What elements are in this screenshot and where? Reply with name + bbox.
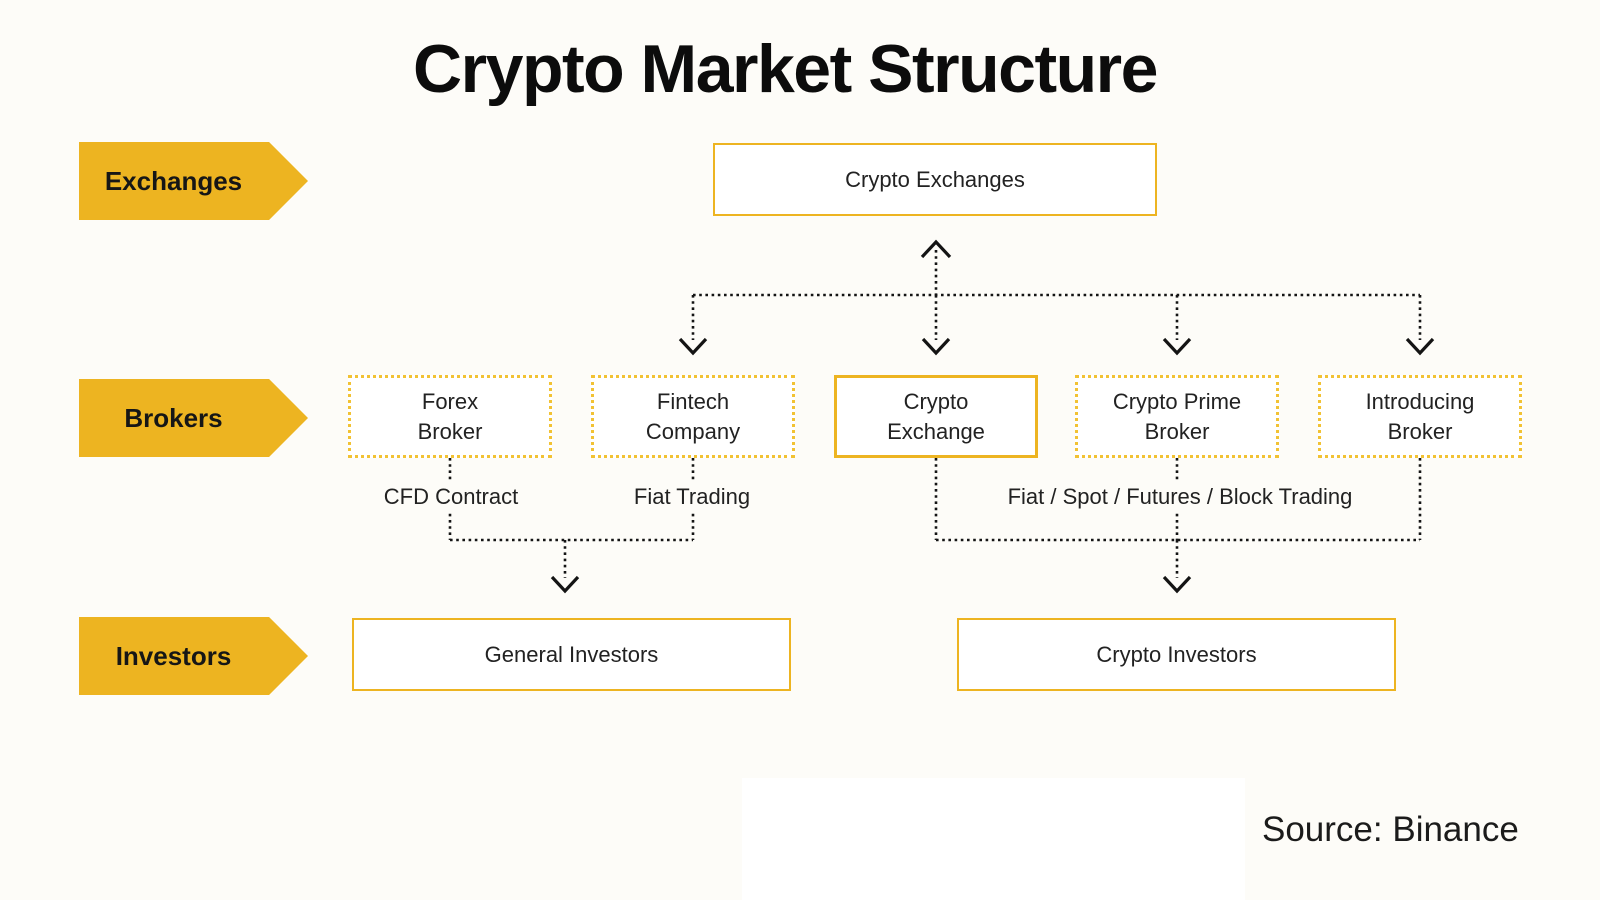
node-label-line1: Crypto Prime xyxy=(1112,388,1242,414)
row-banner-label: Brokers xyxy=(124,402,223,433)
edge-label-fiat-trading: Fiat Trading xyxy=(621,481,763,513)
background-rectangle xyxy=(742,778,1245,900)
node-label-line2: Broker xyxy=(1387,418,1453,444)
edge-label-cfd-contract: CFD Contract xyxy=(371,481,531,513)
node-label-line2: Broker xyxy=(1144,418,1210,444)
node-label-line1: Introducing xyxy=(1365,388,1475,414)
node-label: General Investors xyxy=(484,641,659,667)
node-crypto-prime-broker: Crypto Prime Broker xyxy=(1075,375,1279,458)
node-forex-broker: Forex Broker xyxy=(348,375,552,458)
node-crypto-exchanges: Crypto Exchanges xyxy=(713,143,1157,216)
node-crypto-exchange: Crypto Exchange xyxy=(834,375,1038,458)
node-label-line1: Crypto xyxy=(903,388,969,414)
row-banner-label: Exchanges xyxy=(104,165,243,196)
node-introducing-broker: Introducing Broker xyxy=(1318,375,1522,458)
node-general-investors: General Investors xyxy=(352,618,791,691)
node-label: Crypto Exchanges xyxy=(845,166,1025,192)
node-label-line1: Forex xyxy=(421,388,479,414)
node-label-line1: Fintech xyxy=(656,388,730,414)
node-crypto-investors: Crypto Investors xyxy=(957,618,1396,691)
row-banner-brokers: Brokers xyxy=(79,379,308,457)
node-label: Crypto Investors xyxy=(1096,641,1257,667)
source-attribution: Source: Binance xyxy=(1262,810,1519,849)
row-banner-label: Investors xyxy=(115,640,232,671)
row-banner-exchanges: Exchanges xyxy=(79,142,308,220)
node-fintech-company: Fintech Company xyxy=(591,375,795,458)
edge-label-fiat-spot-futures-block-trading: Fiat / Spot / Futures / Block Trading xyxy=(995,481,1365,513)
page-title: Crypto Market Structure xyxy=(413,31,1158,107)
row-banner-investors: Investors xyxy=(79,617,308,695)
node-label-line2: Broker xyxy=(417,418,483,444)
node-label-line2: Company xyxy=(645,418,741,444)
node-label-line2: Exchange xyxy=(887,418,985,444)
